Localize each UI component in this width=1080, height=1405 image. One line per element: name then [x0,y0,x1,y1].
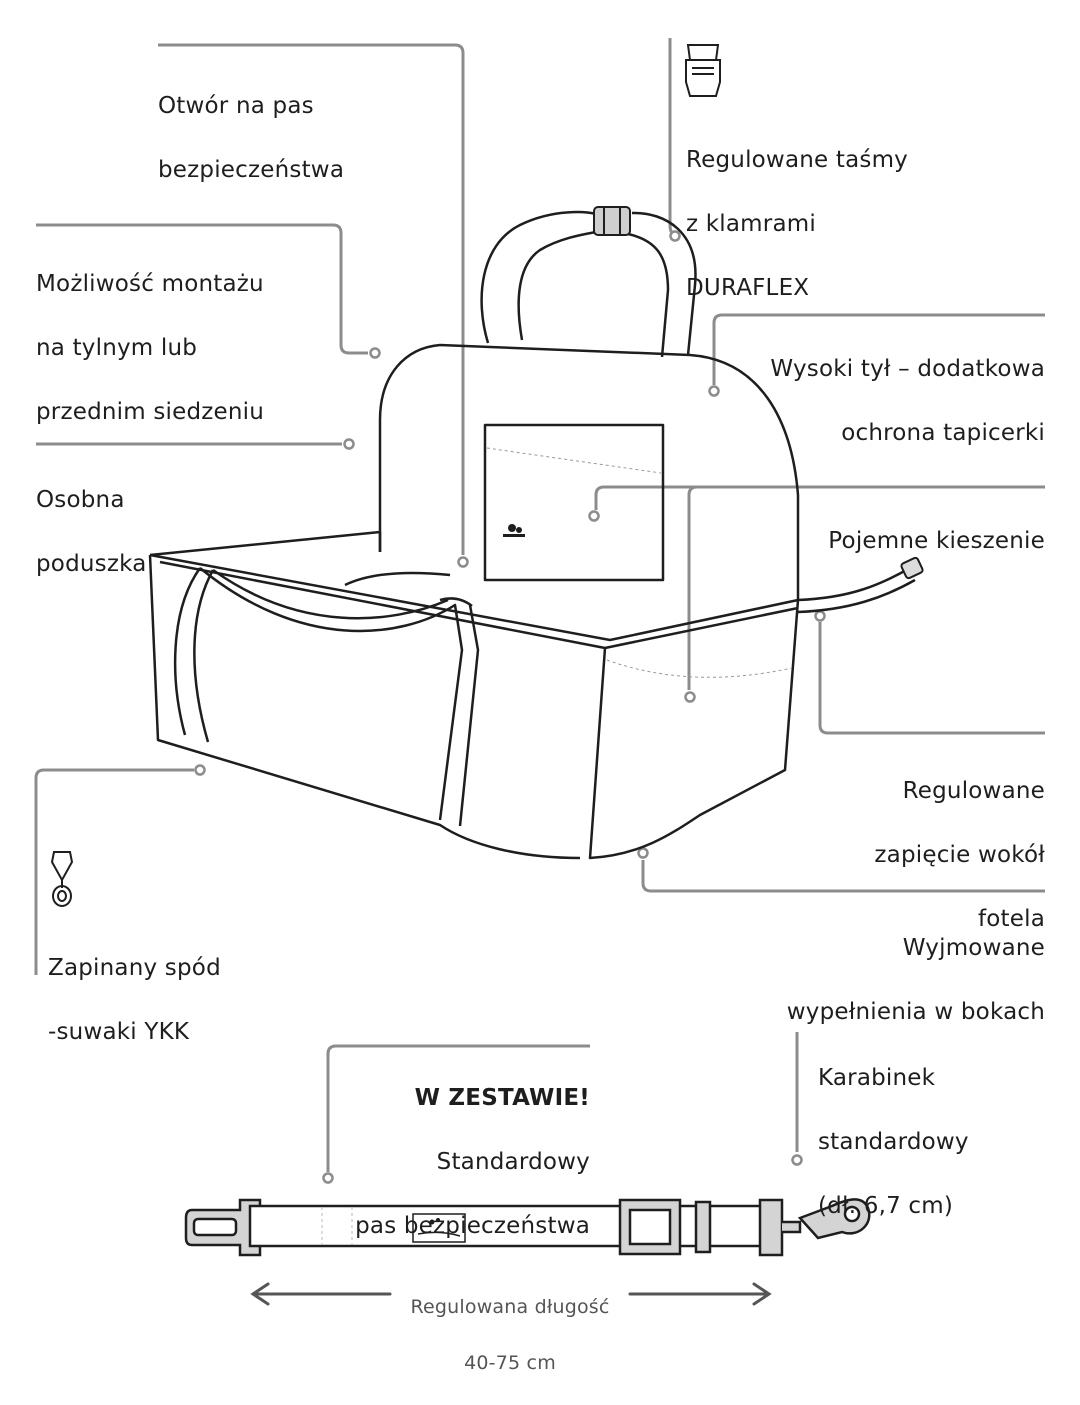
label-straps: Regulowane taśmy z klamrami DURAFLEX [686,112,908,336]
label-fastening: Regulowane zapięcie wokół fotela [874,743,1045,967]
seat-front-panel [148,554,581,860]
label-carabiner: Karabinek standardowy (dł. 6,7 cm) [818,1030,969,1254]
callout-seatbelt-hole [158,43,465,555]
label-line: Wyjmowane [902,935,1045,961]
callout-dots [194,230,826,1184]
label-seatbelt-hole: Otwór na pas bezpieczeństwa [158,58,344,218]
callout-pockets-side [687,485,704,690]
callout-lines [34,38,1045,1172]
seatbelt-leash [184,1198,871,1257]
label-line: 40-75 cm [464,1352,556,1374]
label-line: Otwór na pas [158,93,314,119]
buckle-icon [685,44,721,97]
handle-buckle [593,206,631,236]
label-line: Regulowane [902,778,1045,804]
callout-zipper [34,768,194,975]
label-line: DURAFLEX [686,275,810,301]
back-pocket [483,423,665,582]
label-line: Osobna [36,487,125,513]
product-diagram [34,38,1045,1306]
brand-logo-belt [417,1218,461,1237]
callout-pockets-front [594,485,1045,510]
label-line: zapięcie wokół [874,842,1045,868]
seat-side-panel [588,599,800,860]
label-zipper-bottom: Zapinany spód -suwaki YKK [48,920,221,1080]
callout-mounting [36,223,368,355]
in-set-title: W ZESTAWIE! [414,1085,590,1111]
label-line: Zapinany spód [48,955,221,981]
label-line: Wysoki tył – dodatkowa [770,356,1045,382]
label-line: -suwaki YKK [48,1019,190,1045]
label-line: poduszka [36,551,147,577]
label-pockets: Pojemne kieszenie [828,493,1045,589]
label-line: Regulowana długość [410,1296,610,1318]
callout-removable-fill [641,860,1045,893]
label-length: Regulowana długość 40-75 cm [390,1265,630,1405]
label-line: (dł. 6,7 cm) [818,1193,954,1219]
label-line: Standardowy [436,1149,590,1175]
label-line: wypełnienia w bokach [786,999,1045,1025]
label-line: standardowy [818,1129,969,1155]
label-mounting: Możliwość montażu na tylnym lub przednim… [36,236,264,460]
callout-fastening [818,622,1045,735]
callout-in-set [326,1044,590,1172]
label-line: Pojemne kieszenie [828,528,1045,554]
label-line: na tylnym lub [36,335,198,361]
zipper-icon [50,851,74,907]
label-line: Regulowane taśmy [686,147,908,173]
label-line: Karabinek [818,1065,936,1091]
label-line: pas bezpieczeństwa [355,1213,590,1239]
callout-high-back [712,313,1045,385]
brand-logo-small [503,524,525,537]
length-arrows [250,1282,772,1306]
label-line: Możliwość montażu [36,271,264,297]
label-high-back: Wysoki tył – dodatkowa ochrona tapicerki [770,321,1045,481]
label-line: bezpieczeństwa [158,157,345,183]
label-line: fotela [977,906,1045,932]
label-cushion: Osobna poduszka [36,452,147,612]
label-line: ochrona tapicerki [841,420,1045,446]
label-line: przednim siedzeniu [36,399,265,425]
label-line: z klamrami [686,211,816,237]
car-seat-illustration [148,210,916,860]
side-strap-buckle [900,556,924,580]
label-in-set: W ZESTAWIE! Standardowy pas bezpieczeńst… [355,1050,590,1274]
seat-high-back [378,343,800,600]
label-removable-fill: Wyjmowane wypełnienia w bokach [787,900,1045,1060]
callout-straps [668,38,676,238]
